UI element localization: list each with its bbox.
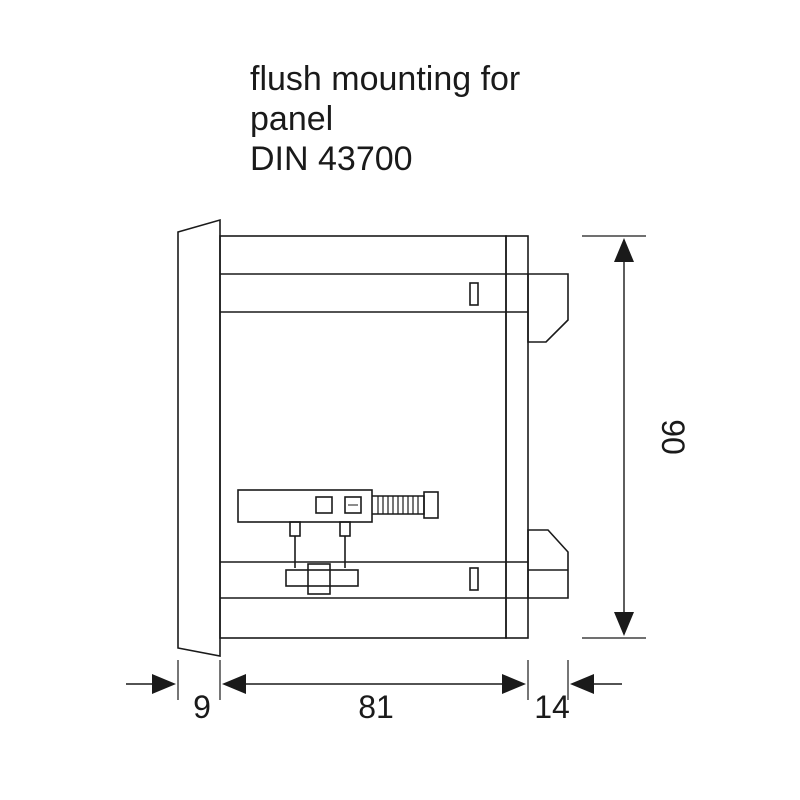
depth-dimensions (126, 660, 622, 700)
fixing-screw-assembly (237, 489, 439, 595)
lower-clamp-rail (220, 561, 528, 599)
housing-body (219, 235, 507, 639)
title-line-2: panel (250, 100, 334, 138)
dim-label-front: 9 (193, 689, 211, 725)
dim-label-rear: 14 (534, 689, 570, 725)
title-line-1: flush mounting for (250, 60, 521, 98)
rear-cap (505, 235, 529, 639)
title-line-3: DIN 43700 (250, 140, 413, 178)
lower-rear-clamp (527, 529, 569, 599)
dim-label-height: 90 (655, 419, 691, 455)
front-bezel (177, 218, 221, 657)
upper-clamp-rail (220, 273, 528, 313)
dim-label-body: 81 (358, 689, 394, 725)
height-dimension (582, 235, 646, 639)
upper-rear-clamp (527, 273, 569, 343)
